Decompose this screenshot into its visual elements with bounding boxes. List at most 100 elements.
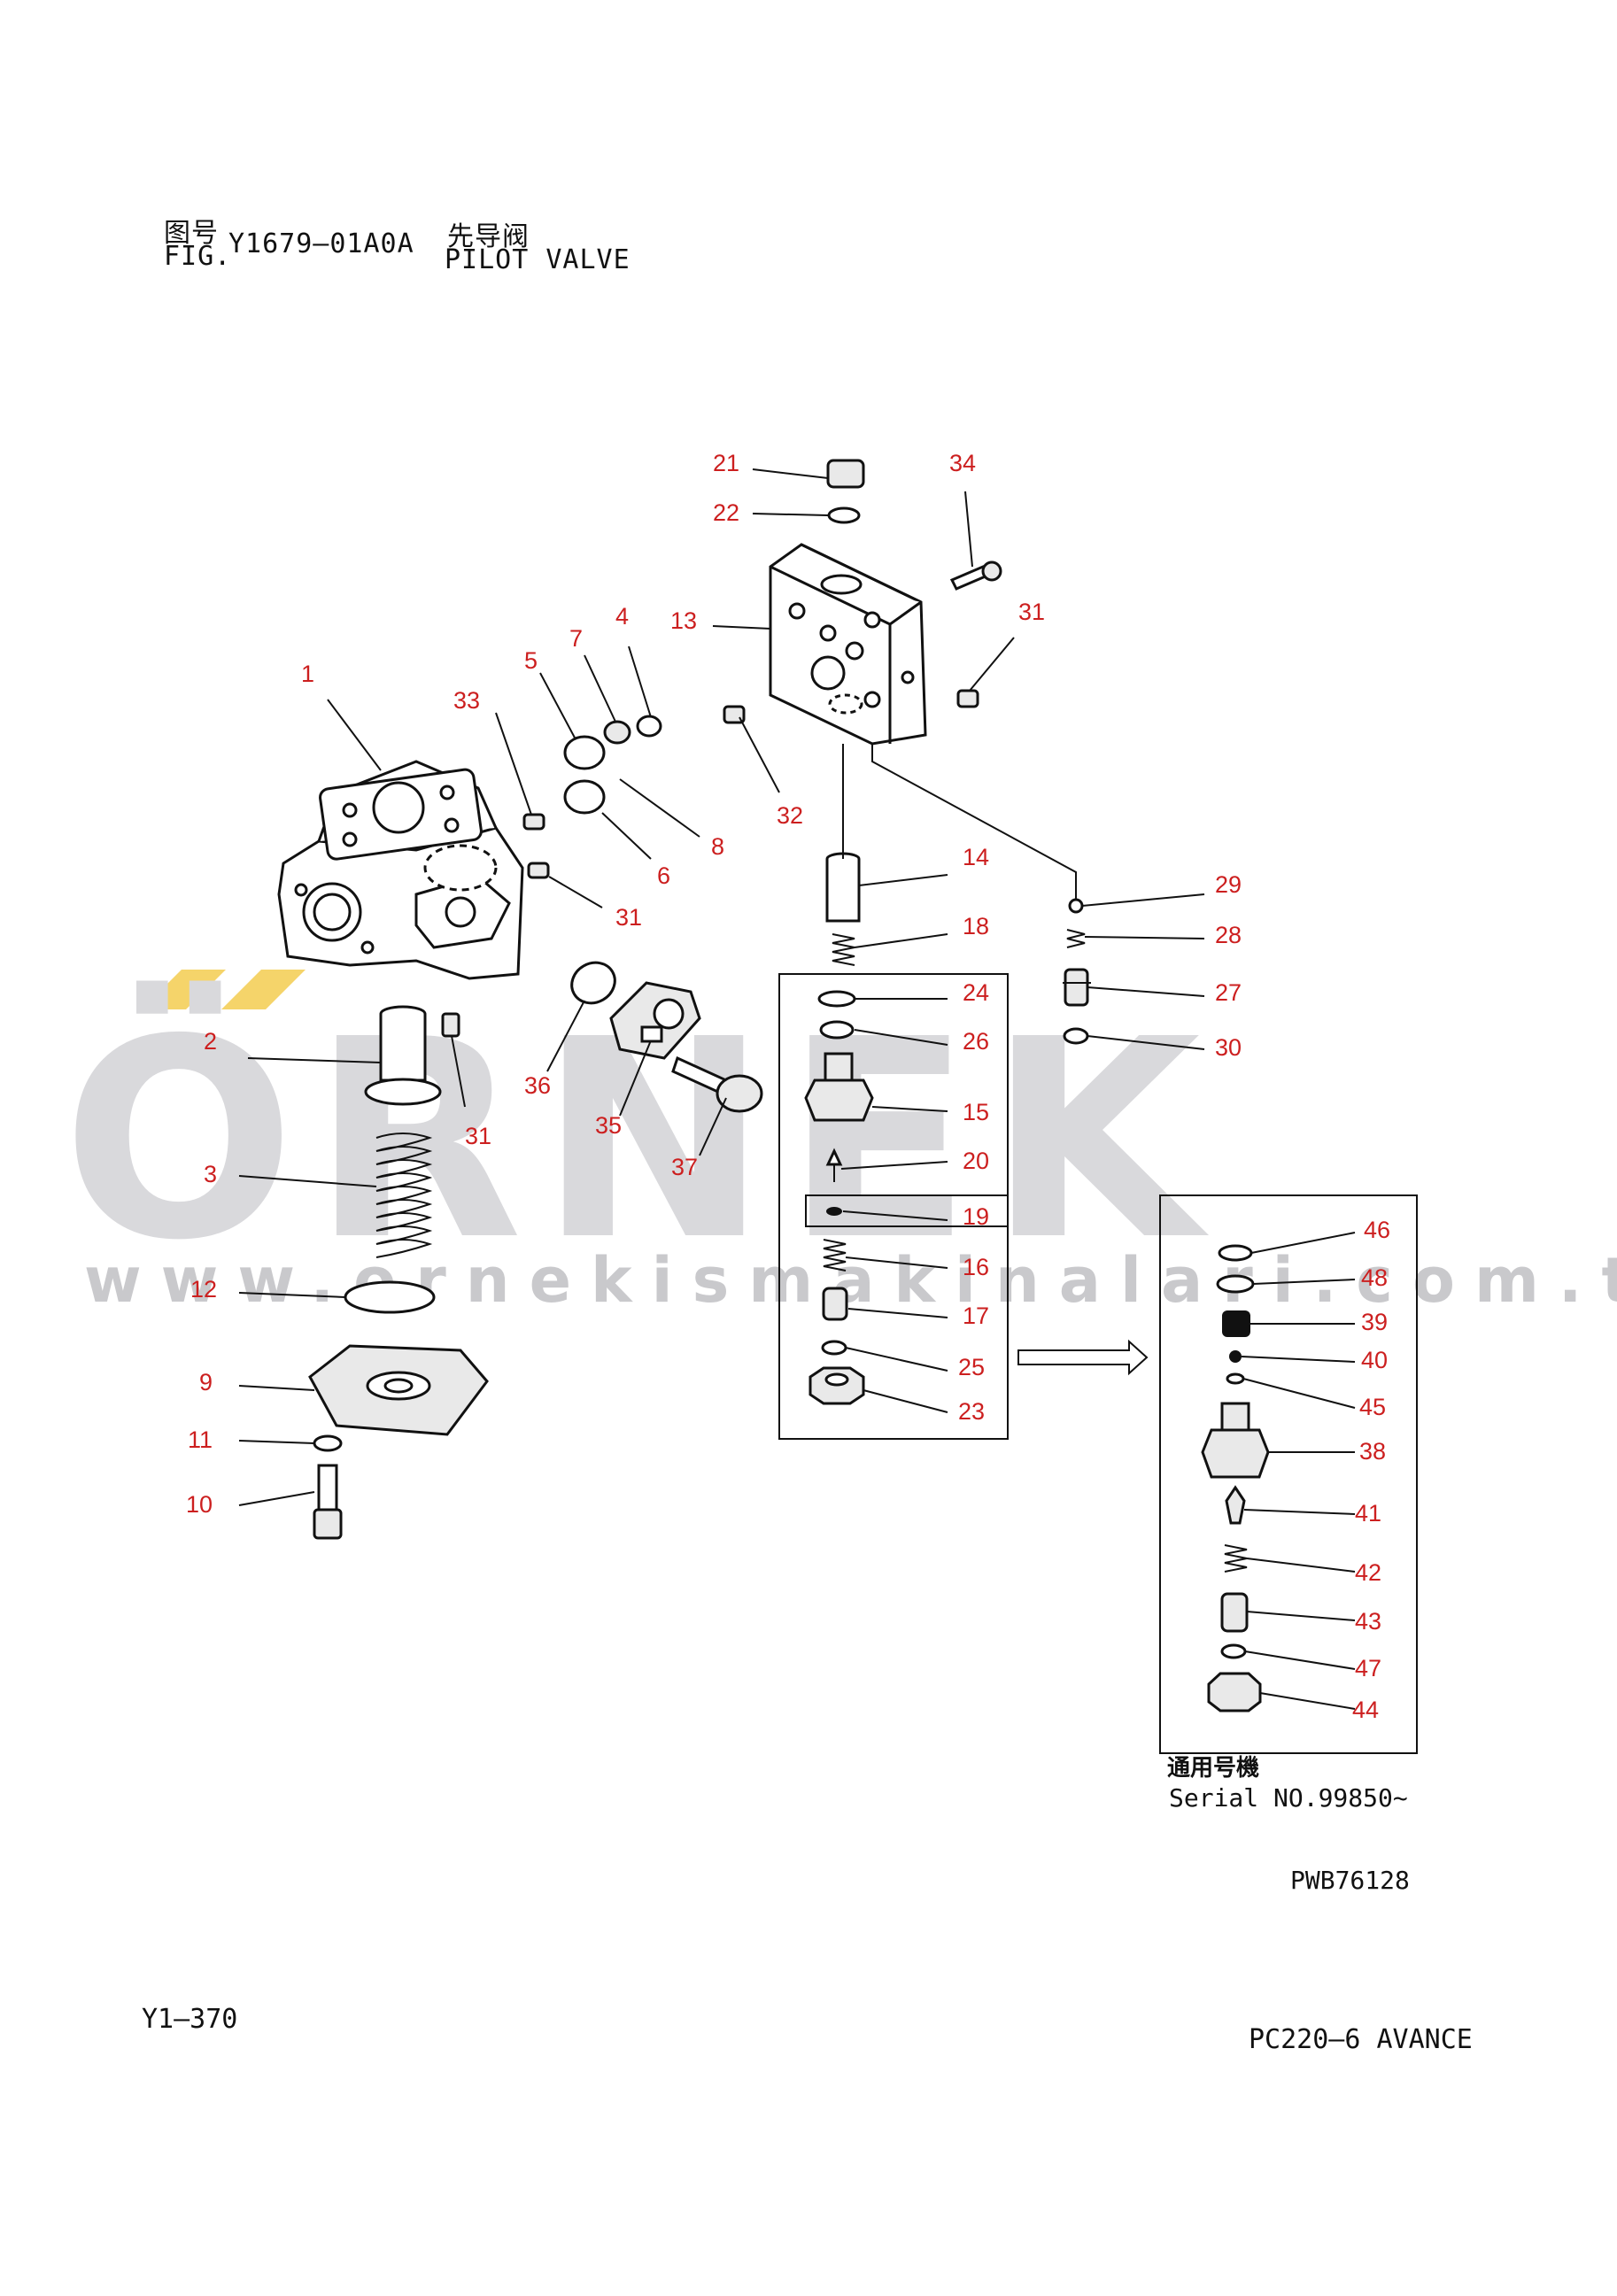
ball-part-29 — [1068, 898, 1084, 914]
callout-16: 16 — [963, 1254, 989, 1280]
washer-part-11 — [313, 1434, 343, 1452]
inset-serial: Serial NO.99850~ — [1169, 1783, 1408, 1813]
callout-43: 43 — [1355, 1608, 1381, 1635]
o-ring-part-24 — [817, 990, 856, 1008]
leader-lines — [238, 468, 1356, 1710]
callout-22: 22 — [713, 499, 739, 526]
o-ring-part-48 — [1216, 1274, 1255, 1294]
callout-21: 21 — [713, 450, 739, 476]
watermark-accent-left — [142, 970, 226, 1009]
bolt-part-37 — [671, 1055, 763, 1113]
plug-part-33 — [522, 813, 545, 831]
fig-label: FIG. — [164, 241, 232, 272]
callout-18: 18 — [963, 913, 989, 939]
callout-27: 27 — [1215, 979, 1242, 1006]
plug-part-21 — [826, 459, 865, 489]
nut-part-23 — [808, 1366, 865, 1405]
callout-44: 44 — [1352, 1697, 1379, 1723]
callout-39: 39 — [1361, 1309, 1388, 1335]
callout-11: 11 — [188, 1426, 213, 1453]
title: PILOT VALVE — [445, 244, 631, 275]
callout-38: 38 — [1359, 1438, 1386, 1465]
poppet-part-41 — [1225, 1485, 1246, 1525]
callout-1: 1 — [301, 661, 314, 687]
callout-20: 20 — [963, 1148, 989, 1174]
callout-19: 19 — [963, 1203, 989, 1230]
poppet-part-20 — [825, 1148, 843, 1182]
callout-24: 24 — [963, 979, 989, 1006]
figure-header: 图号 — [164, 211, 219, 250]
ring-part-4 — [636, 715, 662, 738]
bolt-part-10 — [313, 1464, 343, 1540]
flange-part-35 — [609, 981, 701, 1060]
spring-part-42 — [1224, 1544, 1248, 1573]
callout-41: 41 — [1355, 1500, 1381, 1527]
callout-40: 40 — [1361, 1347, 1388, 1373]
model: PC220—6 AVANCE — [1249, 2024, 1473, 2055]
callout-45: 45 — [1359, 1394, 1386, 1420]
title-cn-line: 先导阀 — [447, 214, 530, 253]
watermark-accent-right — [221, 970, 306, 1009]
callout-7: 7 — [569, 625, 583, 652]
sleeve-part-14 — [825, 852, 861, 923]
watermark-url: www.ornekismakinalari.com.tr — [84, 1244, 1617, 1317]
drawing-code: PWB76128 — [1290, 1866, 1410, 1895]
callout-46: 46 — [1364, 1217, 1390, 1243]
callout-34: 34 — [949, 450, 976, 476]
callout-8: 8 — [711, 833, 724, 860]
callout-9: 9 — [199, 1369, 213, 1395]
ring-part-7 — [603, 720, 631, 745]
o-ring-part-25 — [821, 1340, 847, 1356]
callout-26: 26 — [963, 1028, 989, 1055]
callout-23: 23 — [958, 1398, 985, 1425]
o-ring-part-46 — [1218, 1244, 1253, 1262]
valve-body-part-1 — [277, 760, 524, 980]
cap-part-39 — [1222, 1310, 1250, 1337]
spring-part-16 — [823, 1239, 847, 1272]
valve-seat-part-15 — [804, 1052, 874, 1122]
fig-number: Y1679—01A0A — [228, 228, 414, 259]
ball-part-19 — [826, 1207, 842, 1216]
spring-seat-part-43 — [1220, 1592, 1249, 1633]
spring-part-3 — [375, 1133, 433, 1258]
callout-labels: 1 2 3 4 5 6 7 8 9 10 11 12 13 14 15 16 1… — [186, 450, 1390, 1723]
callout-48: 48 — [1361, 1264, 1388, 1291]
plug-part-27 — [1063, 968, 1091, 1007]
arrow-to-inset — [1017, 1339, 1149, 1376]
callout-3: 3 — [204, 1161, 217, 1187]
o-ring-part-5 — [563, 735, 606, 770]
o-ring-part-22 — [827, 506, 861, 524]
callout-2: 2 — [204, 1028, 217, 1055]
o-ring-part-6 — [563, 779, 606, 815]
callout-31a: 31 — [615, 904, 642, 931]
callout-37: 37 — [671, 1154, 698, 1180]
plug-part-31a — [527, 862, 550, 879]
o-ring-part-45 — [1226, 1372, 1245, 1385]
screw-part-34 — [949, 560, 1002, 591]
callout-30: 30 — [1215, 1034, 1242, 1061]
spool-part-2 — [364, 1005, 442, 1106]
title-line: PILOT VALVE — [445, 244, 631, 275]
inset-applicability-cn: 通用号機 — [1167, 1755, 1259, 1782]
callout-15: 15 — [963, 1099, 989, 1125]
callout-14: 14 — [963, 844, 989, 870]
fig-label-cn: 图号 — [164, 218, 219, 249]
callout-5: 5 — [524, 647, 538, 674]
plug-part-31c — [956, 689, 979, 708]
callout-42: 42 — [1355, 1559, 1381, 1586]
callout-29: 29 — [1215, 871, 1242, 898]
spring-seat-part-17 — [822, 1287, 848, 1321]
figure-number-line: FIG. — [164, 241, 231, 272]
nut-part-44 — [1207, 1672, 1262, 1712]
o-ring-part-47 — [1220, 1643, 1247, 1659]
callout-6: 6 — [657, 862, 670, 889]
callout-36: 36 — [524, 1072, 551, 1099]
callout-13: 13 — [670, 607, 697, 634]
callout-31c: 31 — [1018, 599, 1045, 625]
callout-31b: 31 — [465, 1123, 491, 1149]
callout-12: 12 — [190, 1276, 217, 1303]
o-ring-part-26 — [819, 1020, 855, 1040]
callout-33: 33 — [453, 687, 480, 714]
